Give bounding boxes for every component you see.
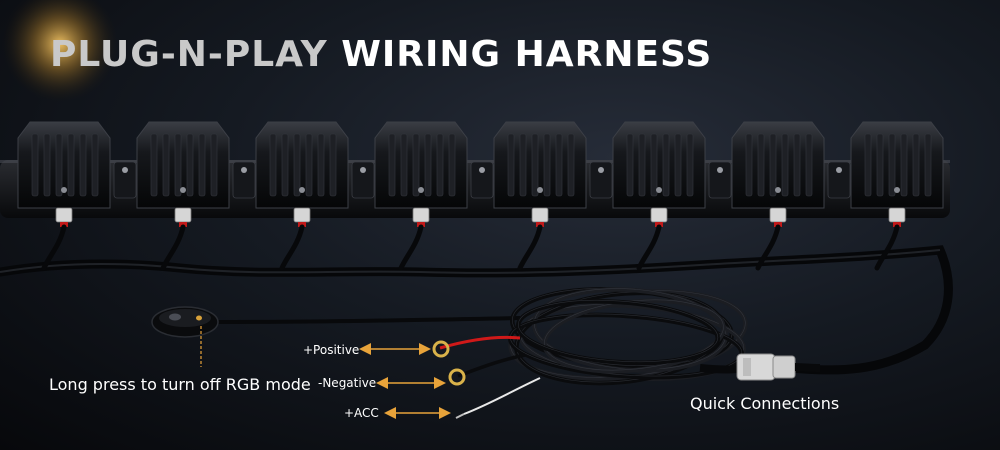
branch-wire [636,224,662,271]
coiled-wire-bundle [508,287,748,386]
pod-mount [113,161,137,199]
negative-ring-terminal [448,368,466,386]
harness-trunk [0,245,953,375]
positive-wire [439,335,521,350]
acc-label: +ACC [344,406,379,420]
harness-branches [41,224,900,271]
switch-top [159,309,211,327]
pod-mount [827,161,851,199]
negative-wire [457,353,526,378]
light-pods [17,121,944,227]
harness-trunk-highlight [0,249,941,274]
branch-wire [279,224,305,271]
light-pod [136,121,230,227]
light-pod [850,121,944,227]
positive-ring-terminal [432,340,450,358]
light-pod [612,121,706,227]
branch-wire [160,224,186,271]
pod-mount [351,161,375,199]
switch-indicator-light [196,315,202,321]
branch-wire [874,224,900,271]
acc-wire [463,377,541,415]
switch-wire [214,316,521,324]
light-pod [17,121,111,227]
rail-highlight [0,160,950,163]
corner-glow [2,0,118,102]
negative-label: -Negative [318,376,377,390]
pod-mount [708,161,732,199]
quick-connector [699,353,821,381]
pod-mount [232,161,256,199]
branch-wire [755,224,781,271]
light-pod [493,121,587,227]
switch-note-label: Long press to turn off RGB mode [49,375,311,394]
light-pod [255,121,349,227]
pod-mount [589,161,613,199]
quick-connections-label: Quick Connections [690,394,840,413]
branch-wire [398,224,424,271]
page-title: PLUG-N-PLAY WIRING HARNESS [50,34,712,75]
title-part-1: PLUG-N-PLAY [50,34,342,75]
branch-wire [41,224,67,271]
coil-loop-highlight [517,299,719,363]
positive-label: +Positive [303,343,360,357]
title-part-2: WIRING HARNESS [341,34,713,75]
switch-button [169,313,181,321]
pod-mount [470,161,494,199]
light-pod [731,121,825,227]
acc-wire-tip [455,413,465,419]
light-pod [374,121,468,227]
branch-wire [517,224,543,271]
